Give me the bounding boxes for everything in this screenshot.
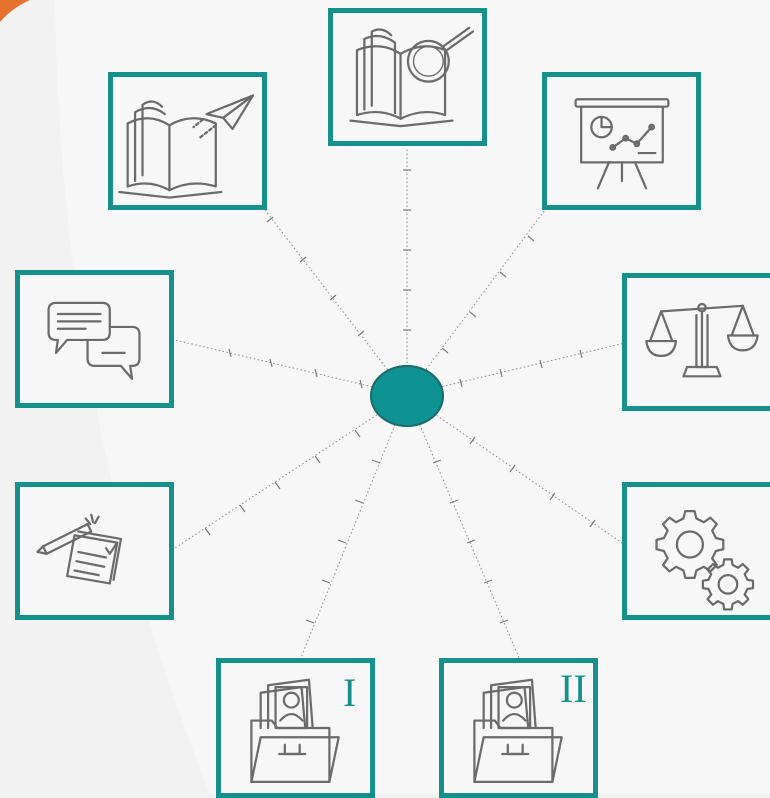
connector-presentation	[406, 209, 546, 396]
folder-files-icon	[473, 678, 563, 783]
connector-folder-1	[299, 394, 408, 661]
node-notes[interactable]	[15, 482, 174, 620]
connector-notes	[174, 394, 408, 549]
connector-book-send	[264, 209, 408, 396]
presentation-board-icon	[574, 98, 670, 190]
node-balance[interactable]	[622, 273, 770, 411]
connector-settings	[406, 394, 626, 546]
node-book-search[interactable]	[328, 8, 487, 146]
node-folder-1[interactable]: I	[216, 658, 375, 798]
folder-2-label: II	[560, 666, 587, 711]
node-folder-2[interactable]: II	[439, 658, 598, 798]
node-presentation[interactable]	[542, 72, 701, 210]
balance-scale-icon	[645, 302, 759, 378]
node-settings[interactable]	[622, 482, 770, 620]
folder-1-label: I	[343, 670, 357, 715]
connector-folder-2	[406, 394, 521, 661]
book-paper-plane-icon	[118, 94, 255, 199]
folder-files-icon	[250, 678, 340, 783]
chat-bubbles-icon	[47, 301, 141, 380]
corner-accent	[0, 0, 30, 22]
pencil-paper-icon	[36, 513, 123, 585]
connector-balance	[406, 342, 626, 396]
node-chat[interactable]	[15, 270, 174, 408]
node-book-send[interactable]	[108, 72, 267, 210]
gears-icon	[655, 510, 755, 611]
book-magnifier-icon	[349, 26, 475, 128]
center-hub[interactable]	[370, 365, 444, 427]
